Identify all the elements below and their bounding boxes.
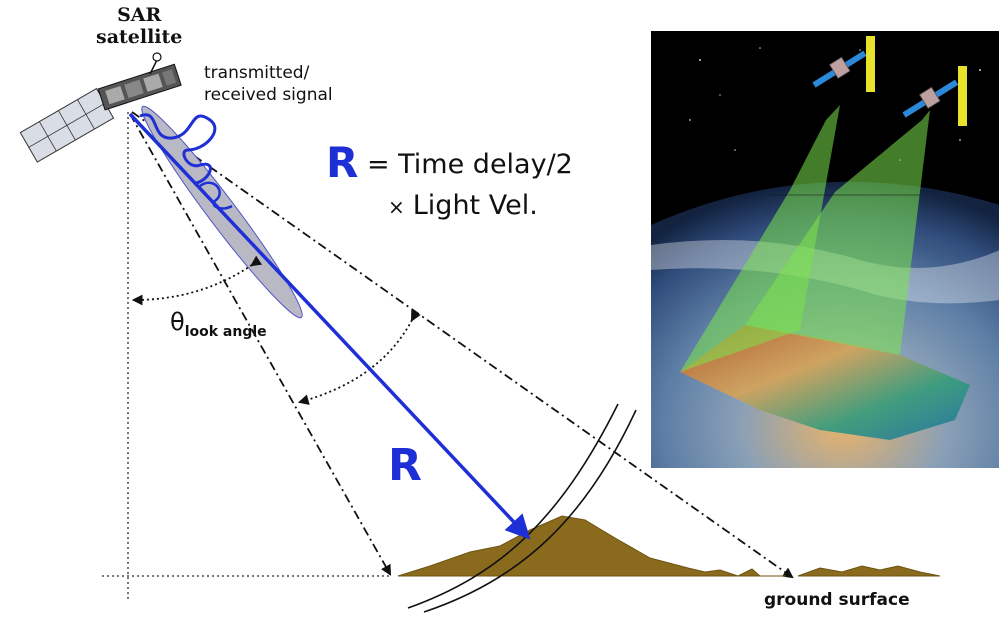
earth-photo bbox=[651, 31, 999, 468]
stars bbox=[689, 47, 981, 161]
range-label: R bbox=[388, 440, 422, 491]
ground-terrain bbox=[397, 515, 786, 577]
beam-width-arc bbox=[297, 309, 421, 405]
ground-surface-label: ground surface bbox=[764, 590, 910, 610]
wavefront-inner bbox=[407, 403, 619, 609]
theta-subscript: look angle bbox=[184, 324, 267, 340]
range-formula: R = Time delay/2 bbox=[326, 138, 573, 187]
formula-times-symbol: × bbox=[388, 195, 405, 219]
range-line bbox=[128, 112, 531, 540]
formula-line2: Light Vel. bbox=[412, 190, 538, 221]
signal-label: transmitted/ received signal bbox=[204, 62, 333, 106]
beam-far-edge bbox=[131, 111, 794, 579]
theta-symbol: θ bbox=[170, 308, 185, 336]
ground-terrain-right bbox=[797, 565, 941, 577]
wavefront-outer bbox=[423, 409, 637, 613]
signal-wave-return bbox=[199, 181, 233, 210]
look-angle-arc bbox=[131, 255, 263, 306]
range-formula-line2: × Light Vel. bbox=[388, 190, 538, 221]
satellite-label-line2: satellite bbox=[96, 26, 183, 48]
signal-wave bbox=[139, 113, 217, 185]
satellite-label: SAR satellite bbox=[96, 4, 182, 48]
satellite-label-line1: SAR bbox=[117, 4, 162, 26]
signal-label-line2: received signal bbox=[204, 85, 333, 105]
beam-near-edge bbox=[129, 113, 392, 576]
satellite-icon bbox=[19, 52, 182, 163]
formula-range-symbol: R bbox=[326, 138, 359, 187]
formula-line1: = Time delay/2 bbox=[366, 149, 573, 180]
signal-label-line1: transmitted/ bbox=[204, 63, 310, 83]
look-angle-label: θlook angle bbox=[170, 308, 267, 340]
